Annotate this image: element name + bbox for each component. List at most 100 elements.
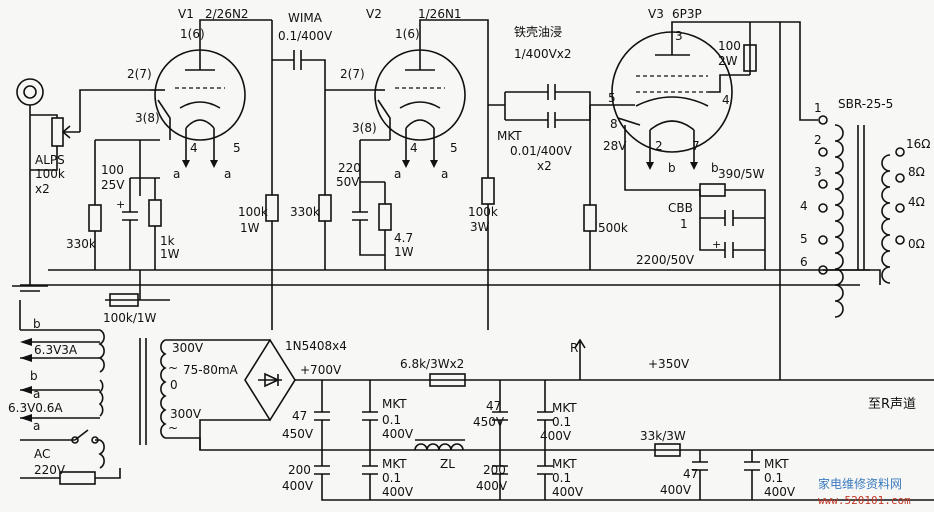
svg-text:1(6): 1(6)	[395, 27, 420, 41]
svg-text:a: a	[394, 167, 401, 181]
svg-text:1: 1	[680, 217, 688, 231]
v1-type: 2/26N2	[205, 7, 249, 21]
v1-pin-h2: 5	[233, 141, 241, 155]
v2-type: 1/26N1	[418, 7, 462, 21]
svg-text:ZL: ZL	[440, 457, 455, 471]
svg-text:8: 8	[610, 117, 618, 131]
svg-text:4: 4	[410, 141, 418, 155]
svg-text:AC: AC	[34, 447, 50, 461]
svg-text:MKT: MKT	[497, 129, 522, 143]
svg-text:2: 2	[655, 139, 663, 153]
v3-type: 6P3P	[672, 7, 702, 21]
tube-v1: V1 2/26N2 1(6) 2(7) 3(8) 4 5 a a	[127, 7, 272, 196]
svg-text:400V: 400V	[764, 485, 796, 499]
svg-text:0: 0	[170, 378, 178, 392]
svg-text:0.01/400V: 0.01/400V	[510, 144, 573, 158]
input-jack	[12, 78, 48, 292]
svg-text:0.1: 0.1	[552, 415, 571, 429]
svg-text:2(7): 2(7)	[340, 67, 365, 81]
svg-text:100k: 100k	[468, 205, 498, 219]
svg-text:100k/1W: 100k/1W	[103, 311, 157, 325]
svg-text:450V: 450V	[282, 427, 314, 441]
svg-text:x2: x2	[537, 159, 552, 173]
psu-filter: 47 450V 200 400V MKT 0.1 400V MKT 0.1 40…	[282, 338, 934, 501]
tube-v3: V3 6P3P 3 4 5 8 2 7 100 2W b b	[608, 7, 781, 340]
svg-text:1W: 1W	[240, 221, 260, 235]
svg-text:300V: 300V	[172, 341, 204, 355]
svg-text:www.520101.com: www.520101.com	[818, 494, 911, 507]
svg-text:5: 5	[608, 91, 616, 105]
svg-text:a: a	[224, 167, 231, 181]
svg-text:6.3V3A: 6.3V3A	[34, 343, 78, 357]
v1-pin-h1: 4	[190, 141, 198, 155]
svg-text:0Ω: 0Ω	[908, 237, 925, 251]
bridge-rectifier: 1N5408x4 +700V	[199, 338, 934, 450]
svg-text:400V: 400V	[540, 429, 572, 443]
svg-text:1N5408x4: 1N5408x4	[285, 339, 347, 353]
svg-text:4: 4	[722, 93, 730, 107]
svg-text:b: b	[33, 317, 41, 331]
svg-text:1W: 1W	[394, 245, 414, 259]
svg-text:3: 3	[675, 29, 683, 43]
svg-text:450V: 450V	[473, 415, 505, 429]
svg-text:+: +	[116, 198, 125, 211]
svg-text:5: 5	[800, 232, 808, 246]
pot-value: 100k	[35, 167, 65, 181]
coupling-cap-2: 铁壳油浸 1/400Vx2 MKT 0.01/400V x2	[488, 25, 635, 173]
svg-text:a: a	[173, 167, 180, 181]
v1-pin-plate: 1(6)	[180, 27, 205, 41]
svg-text:200: 200	[288, 463, 311, 477]
svg-text:100k: 100k	[238, 205, 268, 219]
svg-text:7: 7	[692, 139, 700, 153]
svg-text:b: b	[668, 161, 676, 175]
svg-text:75-80mA: 75-80mA	[183, 363, 239, 377]
svg-text:6.8k/3Wx2: 6.8k/3Wx2	[400, 357, 464, 371]
svg-text:4Ω: 4Ω	[908, 195, 925, 209]
svg-text:100: 100	[101, 163, 124, 177]
v3-networks: 500k 28V 390/5W CBB 1 2200/50V +	[583, 105, 766, 270]
svg-text:390/5W: 390/5W	[718, 167, 765, 181]
svg-text:4: 4	[800, 199, 808, 213]
v3-id: V3	[648, 7, 664, 21]
v1-id: V1	[178, 7, 194, 21]
output-transformer: SBR-25-5 1 2 3 4 5 6 16Ω 8Ω 4Ω 0Ω	[780, 21, 930, 318]
svg-text:~: ~	[168, 421, 178, 435]
ot-name: SBR-25-5	[838, 97, 893, 111]
svg-text:0.1: 0.1	[382, 471, 401, 485]
svg-text:100: 100	[718, 39, 741, 53]
v2-id: V2	[366, 7, 382, 21]
svg-text:28V: 28V	[603, 139, 627, 153]
svg-text:a: a	[441, 167, 448, 181]
svg-text:400V: 400V	[552, 485, 584, 499]
svg-text:25V: 25V	[101, 178, 125, 192]
svg-text:铁壳油浸: 铁壳油浸	[514, 25, 562, 39]
v1-cathode-network: 330k 100 25V + 1k 1W	[48, 139, 870, 271]
svg-text:2W: 2W	[718, 54, 738, 68]
svg-text:0.1/400V: 0.1/400V	[278, 29, 333, 43]
svg-text:220: 220	[338, 161, 361, 175]
svg-text:MKT: MKT	[552, 457, 577, 471]
svg-text:400V: 400V	[660, 483, 692, 497]
svg-text:+: +	[712, 238, 721, 251]
svg-text:+350V: +350V	[648, 357, 690, 371]
svg-text:~: ~	[168, 361, 178, 375]
svg-text:50V: 50V	[336, 175, 360, 189]
svg-text:MKT: MKT	[764, 457, 789, 471]
svg-text:47: 47	[292, 409, 307, 423]
svg-text:b: b	[711, 161, 719, 175]
heater-section: 100k/1W b 6.3V3A b a 6.3V0.6A a AC 220V …	[8, 270, 934, 485]
svg-text:1/400Vx2: 1/400Vx2	[514, 47, 572, 61]
svg-text:16Ω: 16Ω	[906, 137, 930, 151]
svg-text:220V: 220V	[34, 463, 66, 477]
svg-text:a: a	[33, 387, 40, 401]
svg-text:b: b	[30, 369, 38, 383]
svg-text:1k: 1k	[160, 234, 175, 248]
svg-text:1: 1	[814, 101, 822, 115]
svg-text:CBB: CBB	[668, 201, 693, 215]
svg-text:R: R	[570, 341, 578, 355]
svg-text:330k: 330k	[290, 205, 320, 219]
svg-text:家电维修资料网: 家电维修资料网	[818, 476, 902, 491]
svg-text:0.1: 0.1	[552, 471, 571, 485]
